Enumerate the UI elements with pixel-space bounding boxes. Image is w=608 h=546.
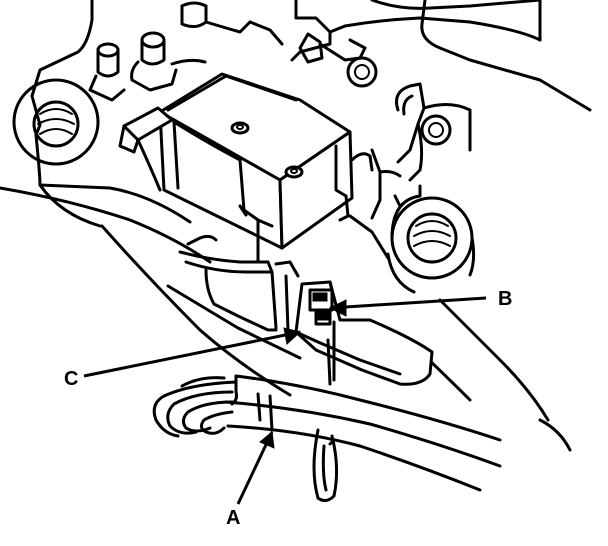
leader-arrow-a — [259, 431, 275, 449]
callout-label-c: C — [64, 368, 78, 390]
leader-arrow-c — [283, 327, 302, 345]
locating-pin — [88, 1, 284, 102]
harness-routing — [166, 234, 302, 360]
callout-label-a: A — [226, 507, 240, 529]
callout-leaders — [83, 296, 487, 505]
connector-plug — [308, 288, 334, 326]
left-bolt-boss — [12, 78, 100, 166]
switch-body — [118, 72, 374, 264]
callout-label-b: B — [498, 288, 512, 310]
leader-arrow-b — [328, 299, 347, 317]
wire-harness — [152, 374, 502, 503]
leader-line-c — [83, 330, 301, 378]
transmission-housing — [0, 0, 592, 452]
leader-line-b — [329, 296, 487, 310]
